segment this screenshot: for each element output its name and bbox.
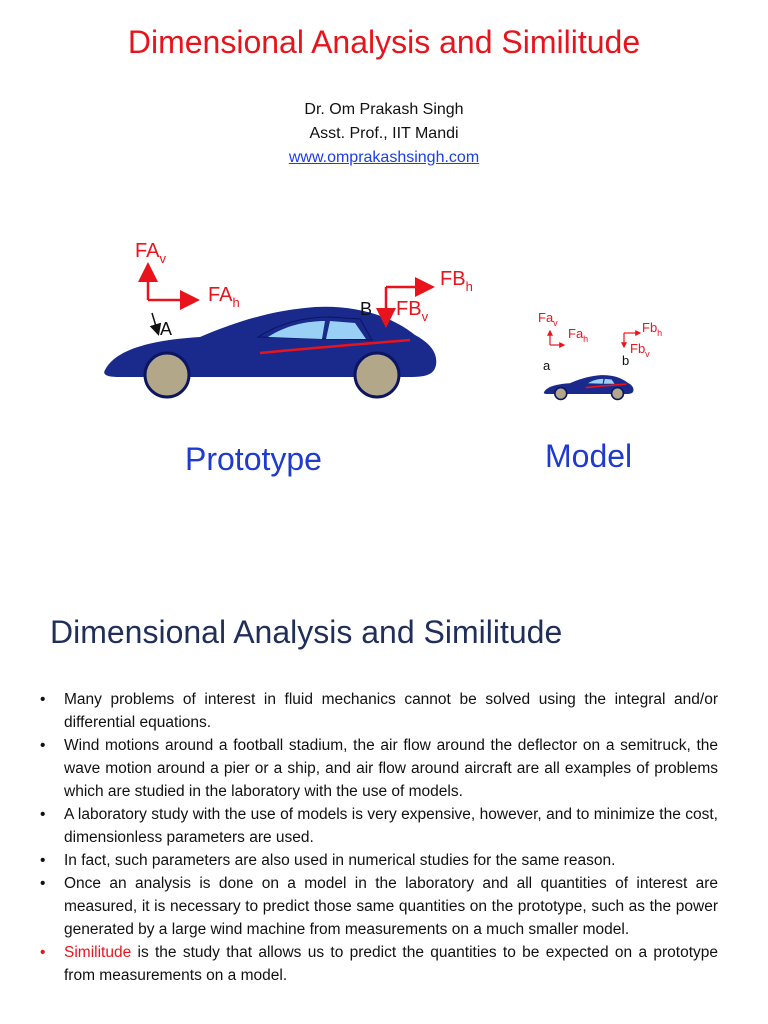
svg-text:FAv: FAv [135, 240, 166, 266]
list-item: •Once an analysis is done on a model in … [36, 872, 718, 941]
author-role: Asst. Prof., IIT Mandi [309, 125, 459, 142]
prototype-label: Prototype [185, 441, 322, 477]
svg-text:FBv: FBv [396, 298, 429, 324]
author-name: Dr. Om Prakash Singh [304, 101, 464, 118]
bullet-icon: • [40, 875, 46, 892]
bullet-icon: • [40, 944, 46, 961]
prototype-force-a: FAv FAh A [135, 240, 240, 339]
bullet-icon: • [40, 737, 46, 754]
bullet-list: •Many problems of interest in fluid mech… [36, 688, 718, 987]
point-b-label: B [360, 299, 372, 319]
fb-v-label: FB [396, 298, 422, 320]
svg-text:Fbh: Fbh [642, 320, 662, 338]
bullet-icon: • [40, 852, 46, 869]
author-website-link[interactable]: www.omprakashsingh.com [288, 149, 480, 166]
fa-h-label: FA [208, 284, 233, 306]
bullet-icon: • [40, 806, 46, 823]
list-item: •Many problems of interest in fluid mech… [36, 688, 718, 734]
slide-title-2: Dimensional Analysis and Similitude [50, 614, 563, 650]
svg-text:FAh: FAh [208, 284, 240, 310]
model-car [543, 375, 634, 401]
content-slide: Dimensional Analysis and Similitude •Man… [0, 590, 768, 1024]
bullet-icon: • [40, 691, 46, 708]
svg-text:a: a [543, 358, 551, 373]
svg-text:Fav: Fav [538, 310, 558, 328]
list-item: •Wind motions around a football stadium,… [36, 734, 718, 803]
fb-h-label: FB [440, 268, 466, 290]
svg-text:Fah: Fah [568, 326, 588, 344]
similitude-term: Similitude [64, 944, 132, 961]
list-item: •In fact, such parameters are also used … [36, 849, 718, 872]
svg-text:b: b [622, 353, 629, 368]
prototype-model-figure: FAv FAh A FBh FBv B Fav Fah [104, 240, 662, 477]
svg-text:Fbv: Fbv [630, 341, 650, 359]
fa-v-label: FA [135, 240, 160, 262]
prototype-car [104, 306, 437, 399]
prototype-front-wheel [143, 351, 191, 399]
list-item: •A laboratory study with the use of mode… [36, 803, 718, 849]
point-a-label: A [160, 319, 172, 339]
author-website: www.omprakashsingh.com [0, 149, 768, 167]
list-item-similitude: •Similitude is the study that allows us … [36, 941, 718, 987]
slide-title: Dimensional Analysis and Similitude [127, 24, 641, 60]
prototype-rear-wheel [353, 351, 401, 399]
svg-text:FBh: FBh [440, 268, 473, 294]
model-label: Model [545, 438, 632, 474]
title-slide: Dimensional Analysis and Similitude Dr. … [0, 24, 768, 477]
prototype-force-b: FBh FBv B [360, 268, 473, 328]
model-forces: Fav Fah a Fbh Fbv b [538, 310, 662, 373]
